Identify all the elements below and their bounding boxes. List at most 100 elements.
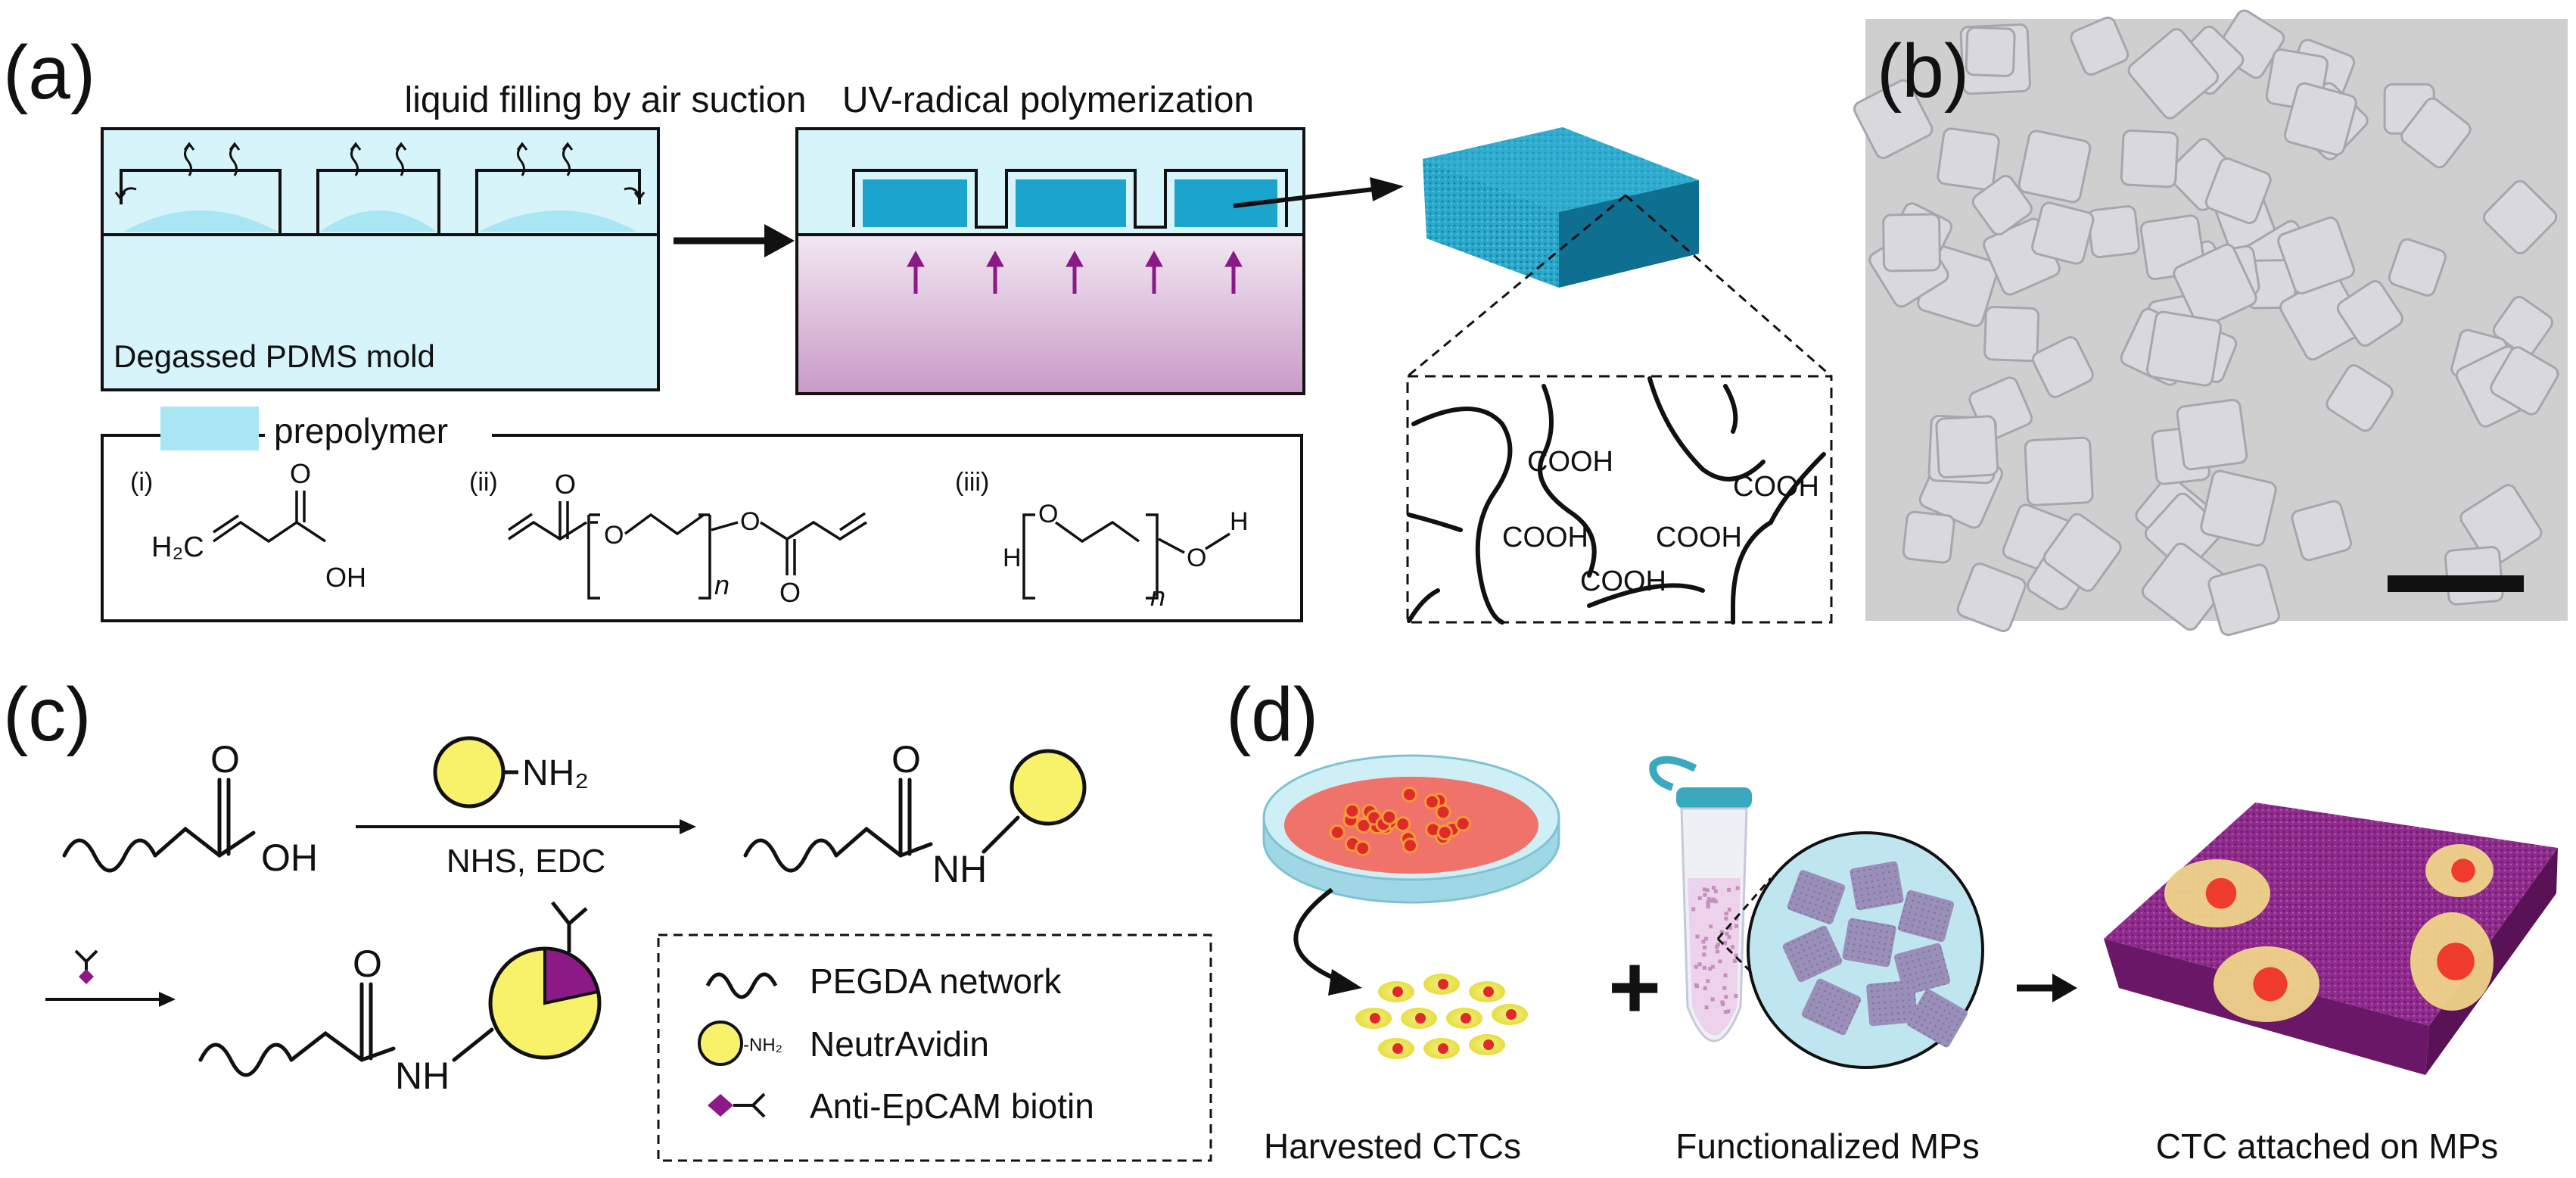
panel-b-label: (b) [1877,29,1969,114]
dish-cell [1435,804,1451,821]
dish-cell [1355,817,1372,834]
dish-cell [1454,815,1471,832]
micrograph-particle [2204,157,2272,225]
attached-ctc [2164,859,2270,927]
prepolymer-label: prepolymer [274,411,448,450]
micrograph-particle [2031,201,2095,265]
attached-ctc [2214,946,2319,1022]
svg-text:H: H [1003,544,1022,572]
ctc-cell [1446,1008,1482,1029]
cooh-label: COOH [1502,522,1588,553]
tube-particle [1727,907,1731,912]
tube-particle [1705,888,1710,893]
tube-particle [1702,952,1706,957]
ctc-cell [1401,1008,1437,1029]
tube-particle [1734,924,1738,928]
tube-particle [1720,1000,1725,1005]
panel-b: (b) [1853,9,2568,637]
tube-particle [1715,949,1719,954]
micrograph-particle [2032,335,2094,398]
micrograph-particle [2326,364,2394,432]
micrograph-particle [2176,398,2248,471]
step1-mold-diagram: Degassed PDMS mold [101,127,660,391]
tube-particle [1704,936,1709,941]
panel-c-label: (c) [3,672,92,757]
micrograph-particle [1965,26,2016,77]
mp-square [1850,861,1904,911]
amide-nh: NH [932,848,987,890]
tube-particle [1727,935,1731,940]
step2-title: UV-radical polymerization [842,80,1254,120]
reaction-conditions: NHS, EDC [446,843,605,880]
svg-text:H₂C: H₂C [151,531,204,563]
micrograph-particle [2087,205,2141,259]
hydroxyl-oh: OH [261,837,318,879]
tube-particle [1710,965,1715,969]
micrograph-particle [2042,513,2122,592]
svg-text:H: H [1230,507,1249,536]
micrograph-particle [1956,563,2027,633]
micrograph-particle [2277,217,2355,294]
svg-text:O: O [290,458,311,489]
dish-cell [1401,787,1417,803]
tube-particle [1702,887,1706,892]
ctc-cell [1378,1038,1414,1059]
antibody-icon [733,1092,766,1118]
dish-cell [1423,793,1440,810]
micrograph-particle [2070,16,2130,76]
micrograph-particle [2483,179,2558,255]
tube-particle [1714,945,1719,949]
ctc-cell [1378,981,1414,1002]
carbonyl-o: O [891,738,921,781]
anti-epcam-antibody [551,901,588,952]
dish-cell [1355,840,1371,856]
tube-particle [1697,896,1702,900]
caption-harvested: Harvested CTCs [1264,1127,1521,1166]
acrylic-acid-structure: (i) H₂C O OH [130,458,366,593]
carbonyl-o: O [353,943,382,985]
cooh-label: COOH [1580,566,1666,597]
attached-ctcs [2164,844,2494,1022]
step2-uv-diagram [795,127,1305,395]
tube-particle [1702,965,1706,970]
pegda-structure: (ii) O O n O O [469,468,867,608]
mp-square [1897,890,1955,943]
tube-particle [1709,924,1713,929]
attached-ctc [2410,912,2494,1011]
legend-pegda: PEGDA network [810,961,1062,1001]
dish-cell [1395,816,1411,833]
dish-cell [1402,837,1418,854]
micrograph-particle [2127,28,2220,120]
svg-text:O: O [604,521,624,550]
tube-particle [1697,962,1702,967]
micrograph-particle [2388,238,2447,297]
panel-a: (a) liquid filling by air suction [3,30,1833,625]
tube-particle [1711,897,1716,902]
caption-functionalized: Functionalized MPs [1675,1127,1979,1166]
svg-text:O: O [1038,500,1058,528]
caption-attached: CTC attached on MPs [2156,1127,2499,1166]
tube-particle [1710,997,1715,1002]
attached-ctc [2425,844,2494,897]
tube-particle [1732,958,1737,963]
micrograph-particle [2336,280,2403,347]
ctc-cell [1423,974,1460,995]
neutravidin-circle [1010,749,1087,826]
tube-particle [1701,940,1706,944]
micrograph-particle [2490,346,2559,416]
tube-particle [1706,900,1710,905]
neutravidin-icon [698,1021,743,1066]
amide-nh: NH [395,1055,450,1097]
biotin-wedge [543,946,600,1005]
dish-cell [1436,824,1453,841]
polymer-network-zoom: COOH COOH COOH COOH COOH [1406,375,1833,625]
svg-text:n: n [1150,581,1165,612]
mold-label: Degassed PDMS mold [114,338,435,374]
cooh-label: COOH [1656,522,1742,553]
micrograph-particle [2400,97,2472,169]
tube-particle [1724,995,1728,999]
svg-text:n: n [714,569,730,600]
tube-particle [1703,986,1707,990]
ctc-cell [1423,1038,1460,1059]
microparticle [1016,179,1126,227]
